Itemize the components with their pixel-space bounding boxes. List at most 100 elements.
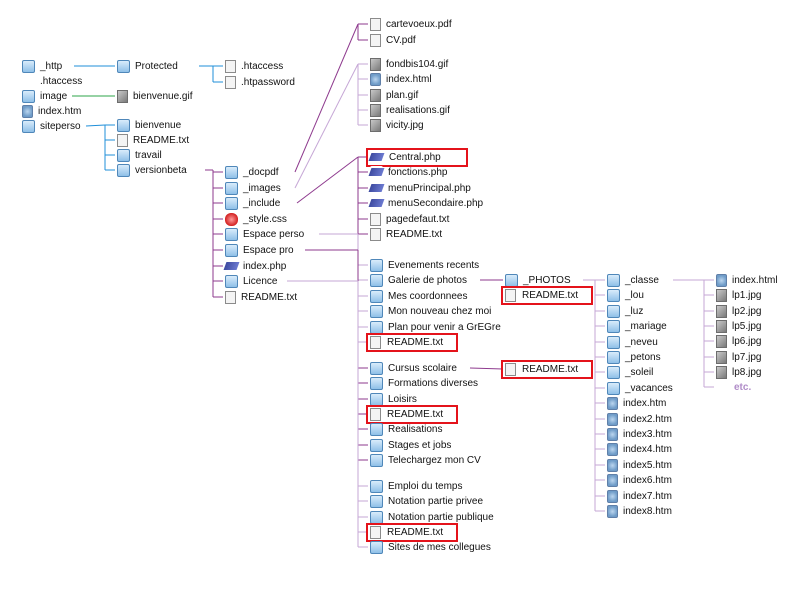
images-children-item-4[interactable]: vicity.jpg bbox=[370, 118, 424, 133]
folder-icon bbox=[370, 377, 383, 390]
php-icon bbox=[370, 166, 383, 179]
item-label: _docpdf bbox=[243, 167, 279, 178]
photos-children-item-14[interactable]: index7.htm bbox=[607, 489, 672, 504]
protected-children-item-1[interactable]: .htpassword bbox=[225, 75, 295, 90]
http-children-item-0[interactable]: Protected bbox=[117, 59, 178, 74]
licence-children-item-0[interactable]: Emploi du temps bbox=[370, 479, 462, 494]
versionbeta-children-item-1[interactable]: _images bbox=[225, 181, 281, 196]
photos-children-item-11[interactable]: index4.htm bbox=[607, 442, 672, 457]
photos-children-item-7[interactable]: _vacances bbox=[607, 381, 673, 396]
siteperso-children-item-1[interactable]: README.txt bbox=[117, 133, 189, 148]
document-icon bbox=[505, 289, 516, 302]
espace-perso-children-item-4[interactable]: Plan pour venir a GrEGre bbox=[370, 320, 501, 335]
item-label: Formations diverses bbox=[388, 378, 479, 389]
galerie-children-item-1[interactable]: README.txt bbox=[505, 288, 579, 303]
images-children-item-3[interactable]: realisations.gif bbox=[370, 103, 450, 118]
licence-children-item-1[interactable]: Notation partie privee bbox=[370, 494, 483, 509]
folder-icon bbox=[370, 305, 383, 318]
classe-children-item-5[interactable]: lp7.jpg bbox=[716, 350, 761, 365]
photos-children-item-12[interactable]: index5.htm bbox=[607, 458, 672, 473]
classe-children-item-2[interactable]: lp2.jpg bbox=[716, 304, 761, 319]
siteperso-children-item-3[interactable]: versionbeta bbox=[117, 163, 187, 178]
include-children-item-5[interactable]: README.txt bbox=[370, 227, 442, 242]
item-label: lp1.jpg bbox=[732, 290, 762, 301]
item-label: menuSecondaire.php bbox=[388, 198, 484, 209]
docpdf-children-item-0[interactable]: cartevoeux.pdf bbox=[370, 17, 452, 32]
folder-icon bbox=[117, 149, 130, 162]
document-icon bbox=[505, 363, 516, 376]
include-children-item-0[interactable]: Central.php bbox=[370, 150, 442, 165]
web-file-icon bbox=[370, 73, 381, 86]
classe-children-item-6[interactable]: lp8.jpg bbox=[716, 365, 761, 380]
photos-children-item-4[interactable]: _neveu bbox=[607, 335, 658, 350]
versionbeta-children-item-6[interactable]: index.php bbox=[225, 259, 286, 274]
photos-children-item-2[interactable]: _luz bbox=[607, 304, 643, 319]
include-children-item-1[interactable]: fonctions.php bbox=[370, 165, 448, 180]
licence-children-item-4[interactable]: Sites de mes collegues bbox=[370, 540, 491, 555]
root-item-1[interactable]: .htaccess bbox=[22, 74, 82, 89]
images-children-item-2[interactable]: plan.gif bbox=[370, 88, 418, 103]
photos-children-item-15[interactable]: index8.htm bbox=[607, 504, 672, 519]
document-icon bbox=[225, 291, 236, 304]
folder-icon bbox=[370, 495, 383, 508]
photos-children-item-3[interactable]: _mariage bbox=[607, 319, 667, 334]
root-item-0[interactable]: _http bbox=[22, 59, 62, 74]
espace-perso-children-item-2[interactable]: Mes coordonnees bbox=[370, 289, 468, 304]
espace-pro-children-item-5[interactable]: Stages et jobs bbox=[370, 438, 451, 453]
espace-pro-children-item-3[interactable]: README.txt bbox=[370, 407, 444, 422]
photos-children-item-9[interactable]: index2.htm bbox=[607, 412, 672, 427]
image-icon bbox=[117, 90, 128, 103]
licence-children-item-3[interactable]: README.txt bbox=[370, 525, 444, 540]
folder-icon bbox=[607, 382, 620, 395]
espace-pro-children-item-4[interactable]: Realisations bbox=[370, 422, 442, 437]
espace-perso-children-item-1[interactable]: Galerie de photos bbox=[370, 273, 467, 288]
versionbeta-children-item-2[interactable]: _include bbox=[225, 196, 280, 211]
images-children-item-0[interactable]: fondbis104.gif bbox=[370, 57, 448, 72]
item-label: _PHOTOS bbox=[523, 275, 571, 286]
photos-children-item-0[interactable]: _classe bbox=[607, 273, 659, 288]
classe-children-item-0[interactable]: index.html bbox=[716, 273, 778, 288]
cursus-children-item-0[interactable]: README.txt bbox=[505, 362, 579, 377]
espace-pro-children-item-0[interactable]: Cursus scolaire bbox=[370, 361, 457, 376]
espace-perso-children-item-0[interactable]: Evenements recents bbox=[370, 258, 479, 273]
photos-children-item-8[interactable]: index.htm bbox=[607, 396, 666, 411]
image-children-item-0[interactable]: bienvenue.gif bbox=[117, 89, 193, 104]
web-file-icon bbox=[607, 413, 618, 426]
protected-children-item-0[interactable]: .htaccess bbox=[225, 59, 283, 74]
espace-perso-children-item-5[interactable]: README.txt bbox=[370, 335, 444, 350]
versionbeta-children-item-5[interactable]: Espace pro bbox=[225, 243, 294, 258]
photos-children-item-1[interactable]: _lou bbox=[607, 288, 644, 303]
root-item-4[interactable]: siteperso bbox=[22, 119, 81, 134]
highlight-box bbox=[501, 360, 593, 379]
root-item-2[interactable]: image bbox=[22, 89, 67, 104]
folder-icon bbox=[607, 274, 620, 287]
versionbeta-children-item-8[interactable]: README.txt bbox=[225, 290, 297, 305]
espace-pro-children-item-6[interactable]: Telechargez mon CV bbox=[370, 453, 481, 468]
php-icon bbox=[370, 197, 383, 210]
versionbeta-children-item-0[interactable]: _docpdf bbox=[225, 165, 279, 180]
root-item-3[interactable]: index.htm bbox=[22, 104, 81, 119]
folder-icon bbox=[370, 541, 383, 554]
classe-children-item-3[interactable]: lp5.jpg bbox=[716, 319, 761, 334]
versionbeta-children-item-3[interactable]: _style.css bbox=[225, 212, 287, 227]
photos-children-item-5[interactable]: _petons bbox=[607, 350, 661, 365]
photos-children-item-10[interactable]: index3.htm bbox=[607, 427, 672, 442]
espace-pro-children-item-1[interactable]: Formations diverses bbox=[370, 376, 478, 391]
classe-children-item-4[interactable]: lp6.jpg bbox=[716, 334, 761, 349]
include-children-item-3[interactable]: menuSecondaire.php bbox=[370, 196, 483, 211]
include-children-item-2[interactable]: menuPrincipal.php bbox=[370, 181, 471, 196]
item-label: _mariage bbox=[625, 321, 667, 332]
images-children-item-1[interactable]: index.html bbox=[370, 72, 432, 87]
espace-perso-children-item-3[interactable]: Mon nouveau chez moi bbox=[370, 304, 491, 319]
photos-children-item-6[interactable]: _soleil bbox=[607, 365, 653, 380]
item-label: Galerie de photos bbox=[388, 275, 467, 286]
classe-children-item-7[interactable]: etc. bbox=[716, 380, 751, 395]
siteperso-children-item-0[interactable]: bienvenue bbox=[117, 118, 181, 133]
siteperso-children-item-2[interactable]: travail bbox=[117, 148, 162, 163]
docpdf-children-item-1[interactable]: CV.pdf bbox=[370, 33, 416, 48]
photos-children-item-13[interactable]: index6.htm bbox=[607, 473, 672, 488]
classe-children-item-1[interactable]: lp1.jpg bbox=[716, 288, 761, 303]
include-children-item-4[interactable]: pagedefaut.txt bbox=[370, 212, 449, 227]
versionbeta-children-item-4[interactable]: Espace perso bbox=[225, 227, 304, 242]
versionbeta-children-item-7[interactable]: Licence bbox=[225, 274, 277, 289]
